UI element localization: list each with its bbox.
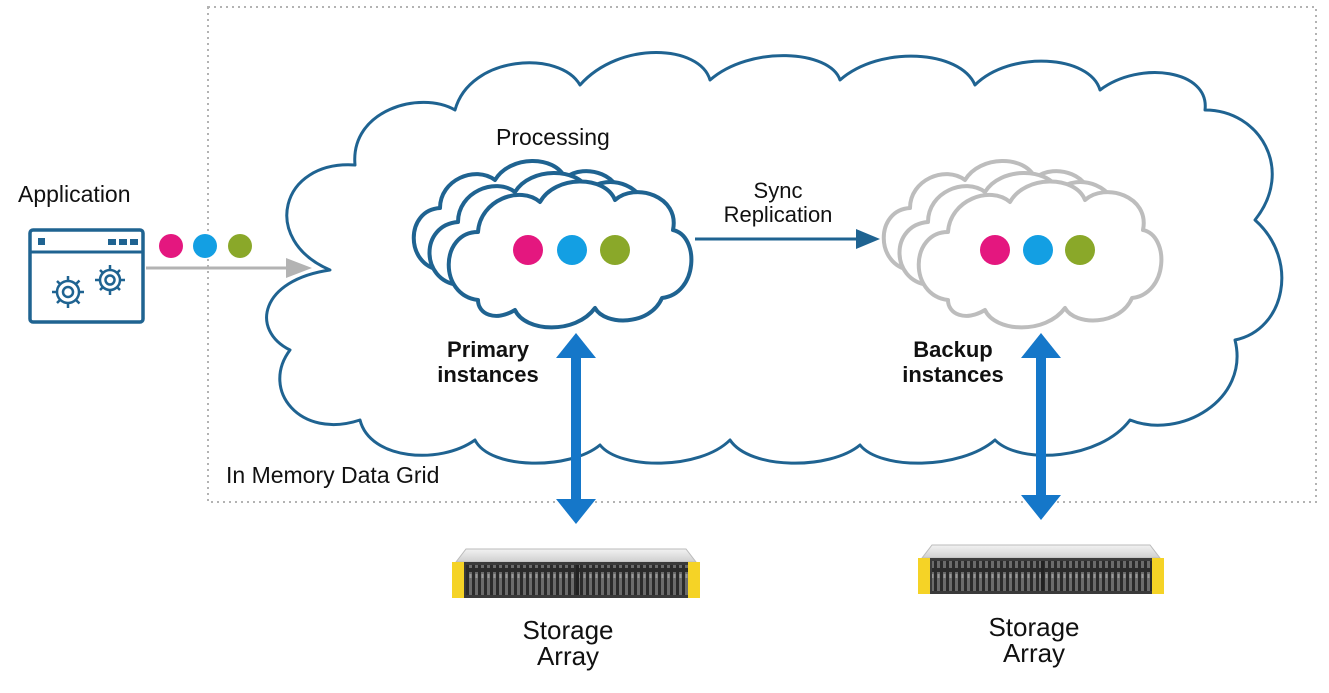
storage-array-right-label-line1: Storage bbox=[988, 612, 1080, 642]
backup-dot-cyan bbox=[1023, 235, 1053, 265]
app-window-gears-icon bbox=[28, 228, 145, 324]
primary-instances-label-line2: instances bbox=[437, 362, 539, 387]
storage-array-left-label-line1: Storage bbox=[522, 615, 614, 645]
backup-dot-magenta bbox=[980, 235, 1010, 265]
sync-replication-arrow bbox=[695, 229, 880, 249]
backup-storage-double-arrow bbox=[1021, 333, 1061, 520]
primary-dot-green bbox=[600, 235, 630, 265]
data-grid-cloud bbox=[265, 51, 1284, 465]
data-grid-label: In Memory Data Grid bbox=[226, 462, 440, 488]
app-to-grid-arrow bbox=[146, 258, 312, 278]
backup-instances-stack bbox=[881, 159, 1164, 330]
sync-replication-label-line1: Sync bbox=[753, 178, 803, 203]
backup-dot-green bbox=[1065, 235, 1095, 265]
primary-instances-label-line1: Primary bbox=[447, 337, 529, 362]
app-dot-magenta bbox=[159, 234, 183, 258]
storage-array-right-label-line2: Array bbox=[1002, 638, 1066, 668]
app-dot-cyan bbox=[193, 234, 217, 258]
storage-array-left-label-line2: Array bbox=[536, 641, 600, 671]
processing-label: Processing bbox=[496, 124, 610, 150]
primary-dot-cyan bbox=[557, 235, 587, 265]
backup-instances-label-line1: Backup bbox=[913, 337, 993, 362]
storage-array-icon bbox=[918, 544, 1164, 594]
backup-instances-label-line2: instances bbox=[902, 362, 1004, 387]
primary-dot-magenta bbox=[513, 235, 543, 265]
primary-storage-double-arrow bbox=[556, 333, 596, 524]
app-dot-green bbox=[228, 234, 252, 258]
sync-replication-label-line2: Replication bbox=[723, 202, 833, 227]
storage-array-icon bbox=[452, 548, 700, 598]
application-label: Application bbox=[18, 181, 131, 207]
